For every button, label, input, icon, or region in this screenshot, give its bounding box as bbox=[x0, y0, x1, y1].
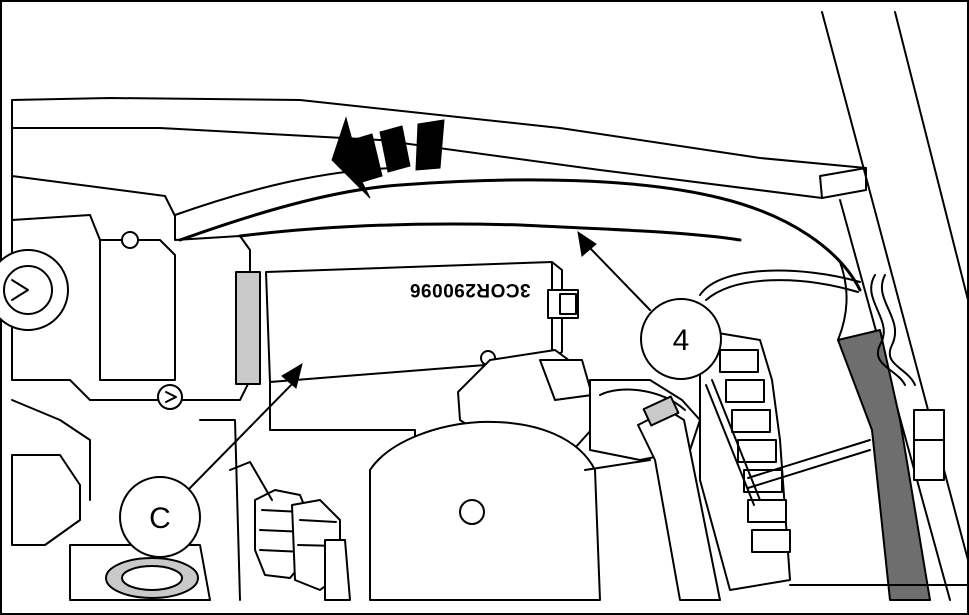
harness-tube bbox=[174, 167, 931, 601]
harness-sleeve bbox=[837, 329, 931, 601]
direction-arrow bbox=[331, 116, 445, 199]
callout-c: C bbox=[119, 476, 201, 558]
floor-lines bbox=[584, 459, 969, 586]
bolt-head bbox=[157, 384, 183, 410]
diaphragm-canister bbox=[369, 420, 601, 601]
hex-fittings bbox=[229, 461, 351, 601]
callout-4-text: 4 bbox=[673, 324, 690, 357]
connector-stack bbox=[699, 329, 871, 591]
leader-lines bbox=[189, 230, 651, 489]
callout-c-text: C bbox=[149, 502, 171, 535]
harness-clip bbox=[870, 274, 945, 481]
callout-4: 4 bbox=[640, 298, 722, 380]
canister-hole bbox=[459, 499, 485, 525]
part-number-label: 3COR290096 bbox=[409, 279, 530, 300]
left-bracket bbox=[0, 175, 261, 410]
lower-hose bbox=[637, 395, 721, 601]
